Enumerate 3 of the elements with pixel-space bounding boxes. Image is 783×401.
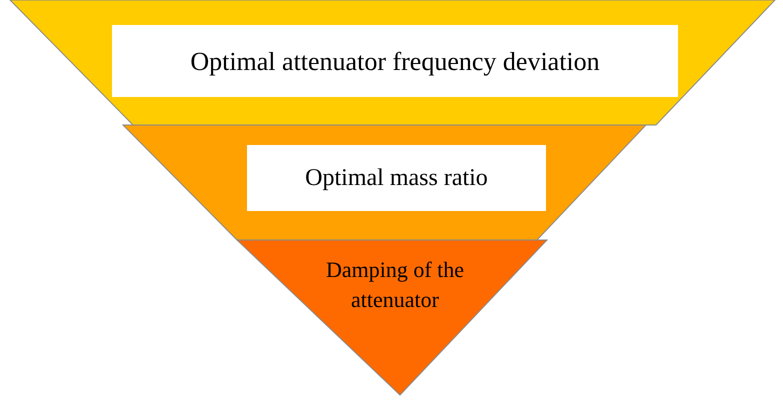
label-box: Optimal attenuator frequency deviation [112,25,678,97]
level-text: Damping of the attenuator [324,256,466,314]
label-box: Optimal mass ratio [247,145,546,211]
